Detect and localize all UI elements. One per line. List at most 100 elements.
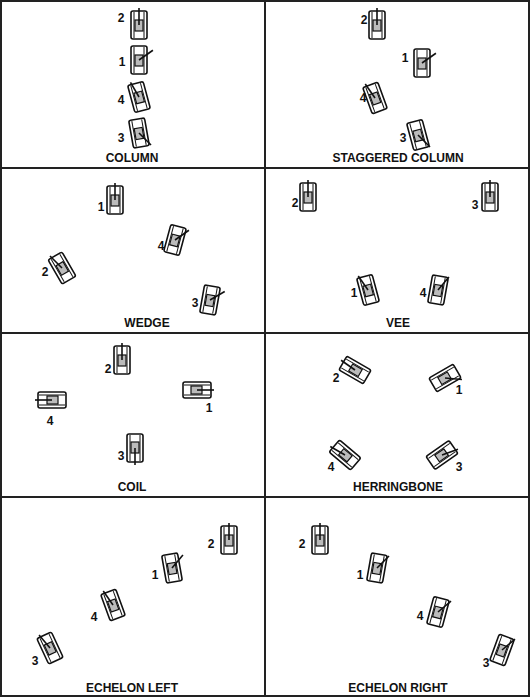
- gun-barrel: [307, 180, 309, 197]
- gun-barrel: [502, 639, 515, 650]
- vehicle-number: 2: [105, 363, 112, 375]
- vehicle-number: 2: [333, 372, 340, 384]
- vehicle-icon: [339, 356, 371, 384]
- vehicle-icon: [35, 392, 66, 408]
- vehicle-number: 4: [118, 94, 125, 106]
- gun-barrel: [330, 447, 345, 456]
- formation-name: WEDGE: [124, 317, 169, 329]
- vehicle-number: 3: [118, 450, 125, 462]
- vehicle-number: 1: [357, 569, 364, 581]
- gun-barrel: [35, 399, 52, 401]
- gun-barrel: [175, 230, 189, 240]
- vehicle-number: 4: [158, 240, 165, 252]
- vehicle-icon: [131, 46, 153, 74]
- formation-name: COIL: [118, 481, 147, 493]
- formation-name: HERRINGBONE: [353, 481, 443, 493]
- gun-barrel: [438, 601, 451, 612]
- vehicle-number: 1: [98, 201, 105, 213]
- vehicle-number: 2: [292, 197, 299, 209]
- vehicle-icon: [131, 8, 147, 39]
- gun-barrel: [139, 50, 153, 60]
- gun-barrel: [365, 84, 375, 98]
- vehicle-icon: [414, 49, 436, 77]
- gun-barrel: [134, 448, 136, 465]
- gun-barrel: [131, 82, 140, 97]
- gun-barrel: [138, 8, 140, 25]
- vehicle-icon: [357, 274, 380, 305]
- vehicle-layer: [35, 8, 515, 666]
- gun-barrel: [210, 292, 225, 301]
- formation-name: ECHELON LEFT: [86, 682, 178, 694]
- vehicle-number: 1: [456, 384, 463, 396]
- gun-barrel: [341, 360, 355, 370]
- vehicle-icon: [162, 553, 183, 583]
- gun-barrel: [114, 183, 116, 200]
- vehicle-number: 3: [483, 657, 490, 669]
- vehicle-number: 2: [42, 266, 49, 278]
- vehicle-number: 2: [208, 538, 215, 550]
- vehicle-number: 3: [32, 655, 39, 667]
- gun-barrel: [418, 135, 430, 147]
- vehicle-icon: [183, 382, 214, 398]
- formation-name: COLUMN: [106, 152, 159, 164]
- vehicle-number: 4: [328, 461, 335, 473]
- vehicle-icon: [300, 180, 316, 211]
- gun-barrel: [422, 53, 436, 63]
- gun-barrel: [228, 523, 230, 540]
- vehicle-number: 2: [361, 14, 368, 26]
- vehicle-number: 4: [360, 92, 367, 104]
- vehicle-number: 3: [192, 297, 199, 309]
- gun-barrel: [376, 8, 378, 25]
- vehicle-number: 1: [206, 402, 213, 414]
- vehicle-icon: [127, 434, 143, 465]
- vehicle-icon: [428, 275, 449, 305]
- vehicle-icon: [200, 285, 225, 315]
- vehicle-icon: [482, 180, 498, 211]
- vehicle-number: 1: [119, 56, 126, 68]
- gun-barrel: [442, 449, 458, 455]
- vehicle-icon: [129, 118, 151, 148]
- vehicle-number: 2: [118, 12, 125, 24]
- gun-barrel: [438, 277, 449, 290]
- vehicle-icon: [221, 523, 237, 554]
- vehicle-number: 4: [47, 415, 54, 427]
- vehicle-icon: [363, 82, 388, 114]
- vehicle-icon: [128, 81, 151, 112]
- vehicle-number: 4: [417, 610, 424, 622]
- vehicle-number: 4: [420, 287, 427, 299]
- vehicle-number: 1: [351, 287, 358, 299]
- vehicle-number: 4: [91, 611, 98, 623]
- formation-name: VEE: [386, 317, 410, 329]
- vehicle-icon: [427, 596, 451, 627]
- gun-barrel: [197, 389, 214, 391]
- vehicle-number: 3: [118, 132, 125, 144]
- formation-name: ECHELON RIGHT: [348, 682, 447, 694]
- gun-barrel: [139, 133, 151, 145]
- vehicle-number: 1: [152, 569, 159, 581]
- vehicle-icon: [48, 252, 76, 284]
- vehicle-icon: [107, 183, 123, 214]
- gun-barrel: [172, 555, 183, 568]
- vehicle-icon: [114, 343, 130, 374]
- gun-barrel: [50, 256, 62, 268]
- vehicle-number: 3: [400, 132, 407, 144]
- vehicle-icon: [37, 632, 63, 664]
- gun-barrel: [319, 523, 321, 540]
- vehicle-icon: [101, 589, 126, 621]
- vehicle-icon: [426, 440, 458, 469]
- formation-name: STAGGERED COLUMN: [332, 152, 463, 164]
- vehicle-icon: [369, 8, 385, 39]
- vehicle-icon: [367, 553, 389, 583]
- vehicle-icon: [164, 224, 189, 255]
- vehicle-number: 3: [472, 199, 479, 211]
- vehicle-icon: [407, 119, 430, 150]
- vehicle-number: 1: [402, 52, 409, 64]
- gun-barrel: [358, 276, 368, 290]
- vehicle-icon: [312, 523, 328, 554]
- gun-barrel: [121, 343, 123, 360]
- vehicle-number: 2: [299, 538, 306, 550]
- vehicle-number: 3: [456, 461, 463, 473]
